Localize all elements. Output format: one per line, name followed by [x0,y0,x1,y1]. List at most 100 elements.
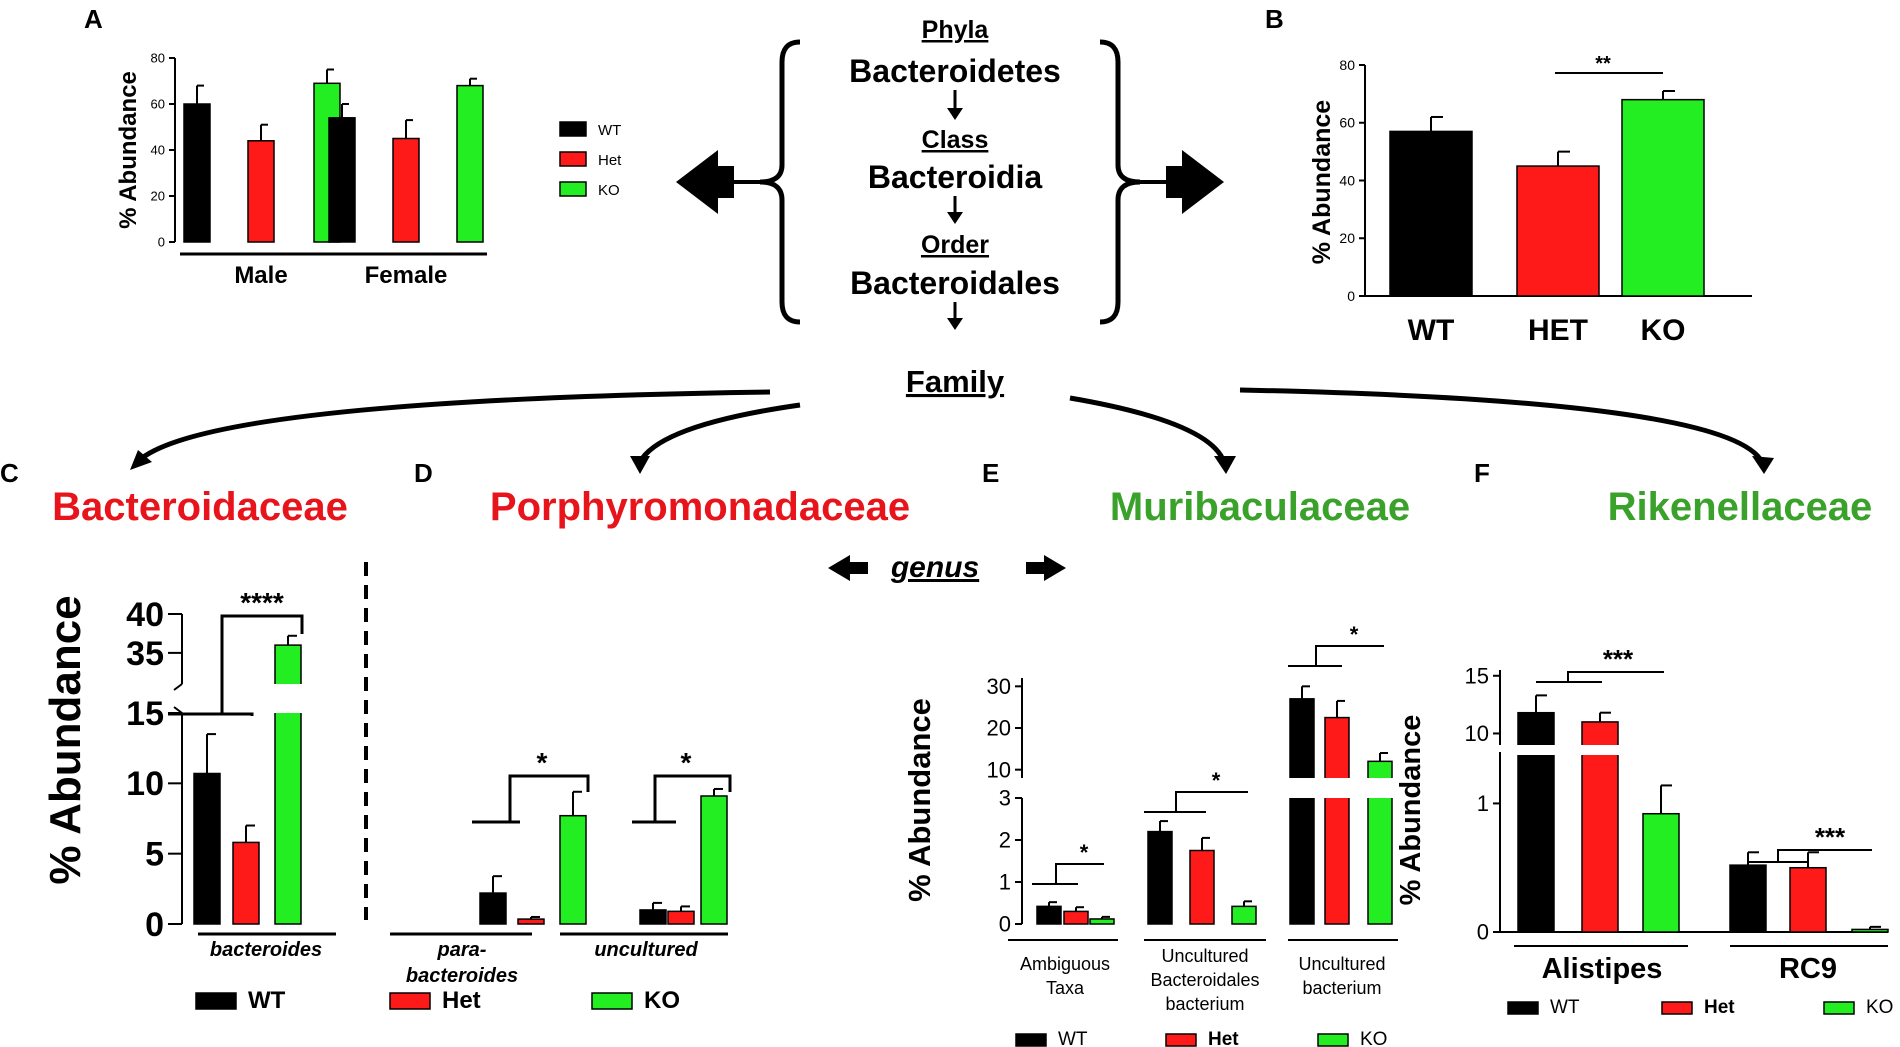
family-porphyromonadaceae: Porphyromonadaceae [490,485,910,529]
legend-swatch [1317,1033,1349,1047]
significance-label: * [1080,840,1089,865]
arrowhead-icon [1214,456,1236,474]
family-arrow-bacteroidaceae [140,389,771,461]
axis-break [272,684,304,713]
legend-label: WT [248,987,286,1014]
bar-wt [1389,130,1473,297]
group-label: bacterium [1302,978,1381,998]
bar-het [1581,721,1619,933]
significance-line [1567,671,1664,682]
bar-wt [1289,698,1315,925]
axis-break [1579,745,1621,755]
significance-line [168,712,254,716]
family-bacteroidaceae: Bacteroidaceae [52,485,348,529]
significance-line [1315,645,1384,666]
legend-label: Het [1704,997,1735,1018]
significance-label: * [1212,768,1221,793]
axis-break [1322,778,1352,798]
y-tick-label: 80 [151,51,165,66]
significance-line [1055,863,1104,884]
significance-line [653,774,732,822]
x-tick-label: HET [1528,314,1588,347]
y-tick-label: 5 [145,836,164,874]
significance-label: **** [240,587,284,618]
genus-right-arrow-icon [1026,555,1066,581]
bar-wt [1147,830,1173,925]
group-label: uncultured [594,939,698,961]
down-arrow-icon [947,90,963,120]
panel-letter-c: C [0,458,19,488]
bar-ko [1851,928,1889,933]
y-tick-label: 20 [987,716,1011,741]
right-bracket [1099,39,1141,325]
legend-swatch [195,992,237,1010]
bar-ko [700,795,728,925]
group-label: RC9 [1779,953,1837,985]
panel-letter-e: E [982,458,999,488]
bar-ko [1642,812,1680,933]
group-label: Male [234,262,287,289]
bar-wt [183,103,211,243]
panel-letter-a: A [84,4,103,34]
y-tick-label: 30 [987,674,1011,699]
legend-label: KO [1360,1029,1387,1047]
significance-line [1175,791,1248,812]
family-arrow-porphyromonadaceae [637,402,801,464]
order-name: Bacteroidales [850,265,1060,301]
bar-wt [479,892,507,925]
significance-label: * [681,747,692,778]
bar-het [667,910,695,925]
panel-letter-f: F [1474,458,1490,488]
y-tick-label: 20 [1339,230,1355,246]
bar-het [247,140,275,243]
left-arrow-icon [676,150,734,214]
right-arrow-icon [1166,150,1224,214]
bar-ko [1621,98,1705,297]
y-axis-label: % Abundance [1308,100,1336,264]
bar-het [232,841,260,925]
group-label: bacteroides [210,939,322,961]
y-tick-label: 40 [1339,172,1355,188]
bar-het [1063,910,1089,925]
y-tick-label: 60 [1339,115,1355,131]
group-label: Female [365,262,448,289]
y-tick-label: 0 [1477,920,1489,945]
y-tick-label: 40 [151,143,165,158]
family-label: Family [906,364,1005,399]
legend-label: KO [644,987,680,1014]
y-tick-label: 40 [126,596,164,634]
order-label: Order [921,231,989,259]
family-rikenellaceae: Rikenellaceae [1608,485,1873,529]
bar-ko [559,814,587,925]
down-arrow-icon [947,196,963,224]
axis-break [1287,778,1317,798]
legend-label: Het [1208,1029,1239,1047]
phyla-label: Phyla [922,16,990,44]
bar-het [1789,866,1827,933]
bar-ko [1231,905,1257,925]
significance-label: *** [1815,822,1846,852]
axis-break-mark [173,706,183,714]
legend-swatch [591,992,633,1010]
family-muribaculaceae: Muribaculaceae [1110,485,1410,529]
y-tick-label: 0 [1347,288,1355,304]
y-tick-label: 15 [1465,663,1489,688]
down-arrow-icon [947,302,963,330]
bar-ko [1089,918,1115,925]
group-label: Uncultured [1161,946,1248,966]
group-label: para- [437,939,487,961]
y-axis-label: % Abundance [1395,715,1427,906]
significance-label: *** [1603,644,1634,674]
family-arrow-rikenellaceae [1239,387,1765,464]
legend-label: KO [1866,997,1893,1018]
family-arrow-muribaculaceae [1069,395,1227,463]
bar-wt [639,909,667,925]
y-axis-label: % Abundance [41,595,90,884]
panel-letter-b: B [1265,4,1284,34]
y-tick-label: 2 [999,828,1011,853]
y-tick-label: 10 [126,765,164,803]
bar-het [1516,165,1600,297]
left-bracket [759,39,801,325]
bar-wt [328,117,356,243]
